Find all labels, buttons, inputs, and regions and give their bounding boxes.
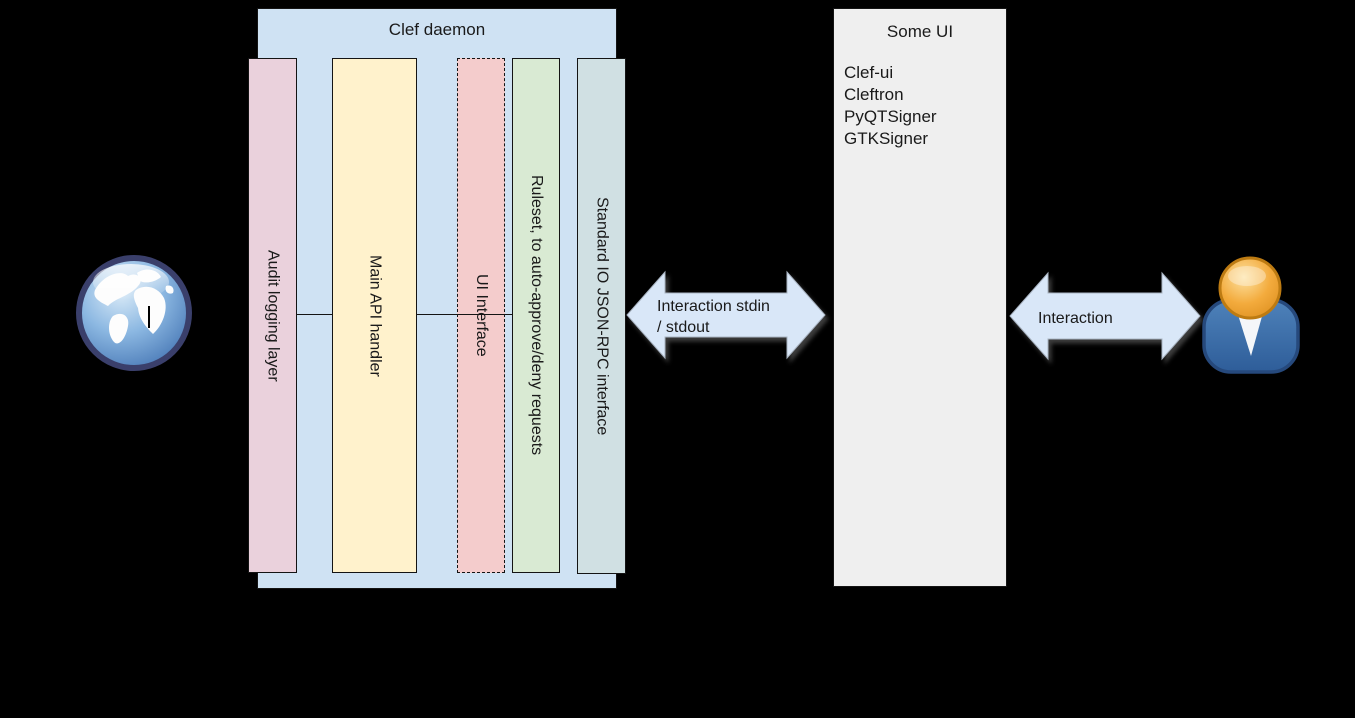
- text-cursor: [148, 306, 150, 328]
- user-icon: [1202, 256, 1300, 374]
- interaction-label: Interaction: [1038, 310, 1113, 327]
- double-arrow-stdio-icon: [626, 270, 826, 360]
- list-item: PyQTSigner: [844, 107, 937, 126]
- list-item: Cleftron: [844, 85, 904, 104]
- layer-ui-interface-label: UI Interface: [473, 274, 490, 357]
- layer-main-api-handler-label: Main API handler: [366, 254, 384, 377]
- some-ui-title: Some UI: [886, 22, 954, 41]
- layer-stdio-jsonrpc: Standard IO JSON-RPC interface: [577, 58, 626, 574]
- layer-audit-logging-label: Audit logging layer: [264, 249, 282, 382]
- double-arrow-interaction-icon: [1009, 271, 1201, 361]
- some-ui-box: Some UI Clef-ui Cleftron PyQTSigner GTKS…: [833, 8, 1007, 587]
- some-ui-list: Clef-ui Cleftron PyQTSigner GTKSigner: [844, 62, 1006, 150]
- layer-main-api-handler: Main API handler: [332, 58, 417, 573]
- clef-daemon-title: Clef daemon: [388, 20, 486, 39]
- double-arrow-stdio-shape: [626, 270, 826, 360]
- connector-api-to-ruleset: [416, 314, 512, 315]
- list-item: Clef-ui: [844, 63, 894, 82]
- layer-audit-logging: Audit logging layer: [248, 58, 297, 573]
- connector-audit-to-api: [297, 314, 332, 315]
- globe-icon: [76, 255, 192, 371]
- layer-ruleset-label: Ruleset, to auto-approve/deny requests: [528, 175, 545, 456]
- layer-stdio-jsonrpc-label: Standard IO JSON-RPC interface: [593, 196, 611, 436]
- double-arrow-interaction-shape: [1009, 271, 1201, 361]
- interaction-stdin-stdout-label: Interaction stdin / stdout: [657, 298, 770, 336]
- layer-ui-interface: UI Interface: [457, 58, 505, 573]
- list-item: GTKSigner: [844, 129, 929, 148]
- clef-daemon-box: [257, 8, 617, 589]
- layer-ruleset: Ruleset, to auto-approve/deny requests: [512, 58, 560, 573]
